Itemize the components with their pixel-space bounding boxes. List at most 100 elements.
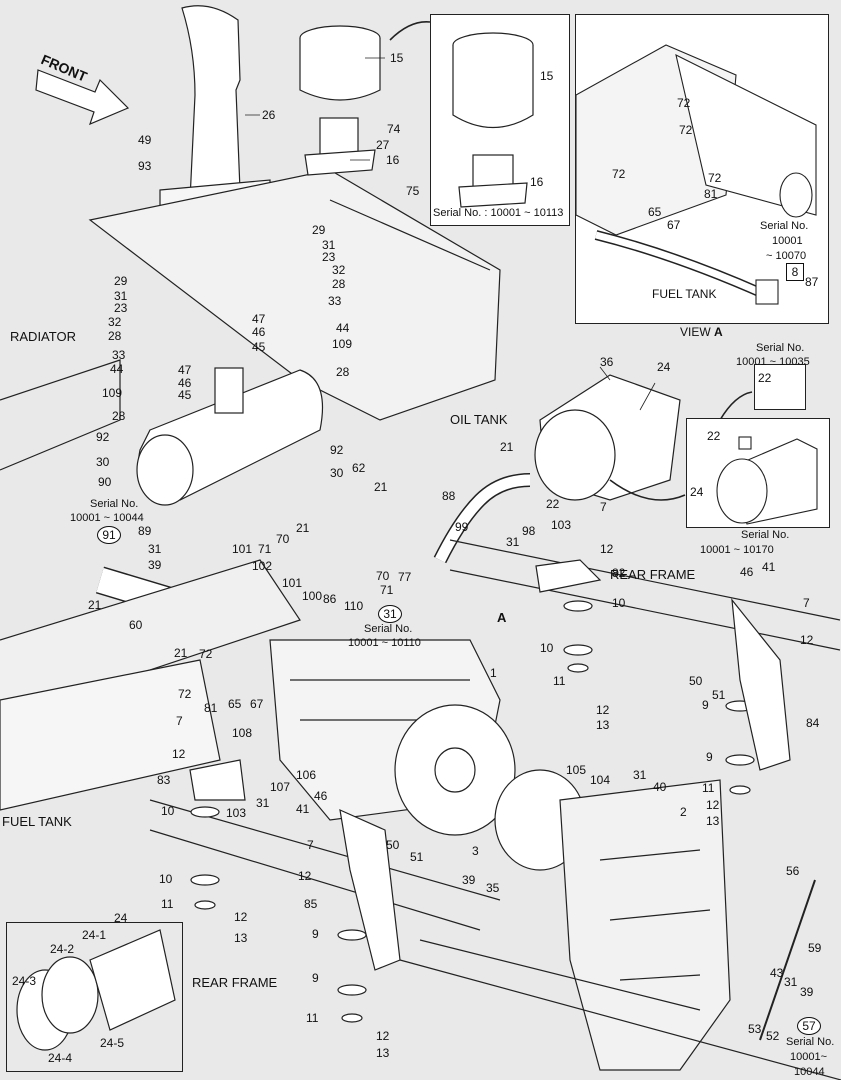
part-number: 82 bbox=[612, 566, 626, 580]
part-number: 2 bbox=[680, 805, 687, 819]
part-number: 84 bbox=[806, 716, 820, 730]
part-number: 103 bbox=[226, 806, 247, 820]
air-cleaner-cap bbox=[299, 38, 381, 101]
part-number: 72 bbox=[677, 96, 691, 110]
cleaner-inset-drawing bbox=[716, 436, 818, 525]
part-number: 10 bbox=[159, 872, 173, 886]
sensor-inset-serial-line1: Serial No. bbox=[756, 342, 805, 354]
part-number: 105 bbox=[566, 763, 587, 777]
air-cleaner-inset-drawing bbox=[452, 32, 534, 208]
serial-91-line2: 10001 ~ 10044 bbox=[70, 512, 144, 524]
part-number: 30 bbox=[330, 466, 344, 480]
part-number: 92 bbox=[330, 443, 344, 457]
part-number: 70 bbox=[376, 569, 390, 583]
part-number: 41 bbox=[762, 560, 776, 574]
part-number: 72 bbox=[612, 167, 626, 181]
part-number: 67 bbox=[250, 697, 264, 711]
part-number: 28 bbox=[112, 409, 126, 423]
part-number: 26 bbox=[262, 108, 276, 122]
part-number: 88 bbox=[442, 489, 456, 503]
part-number: 21 bbox=[500, 440, 514, 454]
part-number: 12 bbox=[800, 633, 814, 647]
part-number: 11 bbox=[553, 674, 566, 688]
part-number: 23 bbox=[322, 250, 336, 264]
part-number: 7 bbox=[600, 500, 607, 514]
front-arrow-icon bbox=[35, 69, 130, 126]
part-number: 11 bbox=[161, 897, 174, 911]
part-number: 24-2 bbox=[50, 942, 75, 956]
part-number: 28 bbox=[108, 329, 122, 343]
cleaner-inset bbox=[686, 418, 830, 528]
part-number: 52 bbox=[766, 1029, 780, 1043]
part-number: 40 bbox=[653, 780, 667, 794]
air-cleaner-inset-serial: Serial No. : 10001 ~ 10113 bbox=[433, 207, 564, 219]
part-number: 36 bbox=[600, 355, 614, 369]
part-number: 24 bbox=[690, 485, 704, 499]
part-number: 16 bbox=[386, 153, 400, 167]
part-number: 85 bbox=[304, 897, 318, 911]
part-number: 32 bbox=[332, 263, 346, 277]
transmission bbox=[559, 779, 731, 1071]
part-number: 92 bbox=[96, 430, 110, 444]
part-number: 31 bbox=[784, 975, 798, 989]
oil-tank-label: OIL TANK bbox=[450, 412, 508, 427]
part-number: 22 bbox=[758, 371, 772, 385]
part-number: 12 bbox=[596, 703, 610, 717]
part-8-box: 8 bbox=[786, 263, 804, 281]
part-number: 1 bbox=[490, 666, 497, 680]
part-number: 72 bbox=[679, 123, 693, 137]
part-number: 10 bbox=[161, 804, 175, 818]
callout-57: 57 bbox=[797, 1017, 821, 1035]
part-number: 16 bbox=[530, 175, 544, 189]
view-a-serial-line1: Serial No. bbox=[760, 220, 809, 232]
cleaner-inset-serial-line1: Serial No. bbox=[741, 529, 790, 541]
view-a-inset: Serial No. 10001 ~ 10070 FUEL TANK bbox=[575, 14, 829, 324]
part-number: 53 bbox=[748, 1022, 762, 1036]
part-number: 110 bbox=[344, 599, 364, 613]
part-number: 12 bbox=[706, 798, 720, 812]
rear-frame-right-label: REAR FRAME bbox=[610, 567, 696, 582]
part-number: 21 bbox=[296, 521, 310, 535]
part-number: 22 bbox=[707, 429, 721, 443]
part-number: 75 bbox=[406, 184, 420, 198]
rear-frame-bottom-label: REAR FRAME bbox=[192, 975, 278, 990]
part-number: 72 bbox=[178, 687, 192, 701]
part-number: 12 bbox=[376, 1029, 390, 1043]
part-number: 15 bbox=[390, 51, 404, 65]
part-number: 46 bbox=[314, 789, 328, 803]
part-number: 109 bbox=[332, 337, 353, 351]
view-a-arrow-label: A bbox=[497, 610, 507, 625]
fuel-tank-label: FUEL TANK bbox=[2, 814, 72, 829]
part-number: 71 bbox=[258, 542, 272, 556]
part-number: 7 bbox=[803, 596, 810, 610]
part-number: 33 bbox=[112, 348, 126, 362]
part-number: 44 bbox=[110, 362, 124, 376]
part-number: 39 bbox=[462, 873, 476, 887]
part-number: 3 bbox=[472, 844, 479, 858]
part-number: 104 bbox=[590, 773, 611, 787]
part-number: 12 bbox=[600, 542, 614, 556]
part-number: 100 bbox=[302, 589, 323, 603]
filter-exploded-inset bbox=[6, 922, 183, 1072]
part-number: 21 bbox=[374, 480, 388, 494]
fuel-tank bbox=[0, 659, 221, 811]
part-number: 9 bbox=[312, 927, 319, 941]
part-number: 81 bbox=[704, 187, 718, 201]
view-a-serial-line2: 10001 bbox=[772, 235, 803, 247]
part-number: 70 bbox=[276, 532, 290, 546]
part-number: 89 bbox=[138, 524, 152, 538]
part-number: 65 bbox=[648, 205, 662, 219]
part-number: 72 bbox=[708, 171, 722, 185]
part-number: 107 bbox=[270, 780, 291, 794]
part-number: 50 bbox=[689, 674, 703, 688]
air-cleaner-inset: Serial No. : 10001 ~ 10113 bbox=[430, 14, 570, 226]
serial-57-line2: 10001~ bbox=[790, 1051, 828, 1063]
part-number: 33 bbox=[328, 294, 342, 308]
part-number: 12 bbox=[172, 747, 186, 761]
part-number: 35 bbox=[486, 881, 500, 895]
part-number: 31 bbox=[114, 289, 128, 303]
part-number: 56 bbox=[786, 864, 800, 878]
exhaust-stack bbox=[181, 5, 241, 201]
part-number: 32 bbox=[108, 315, 122, 329]
